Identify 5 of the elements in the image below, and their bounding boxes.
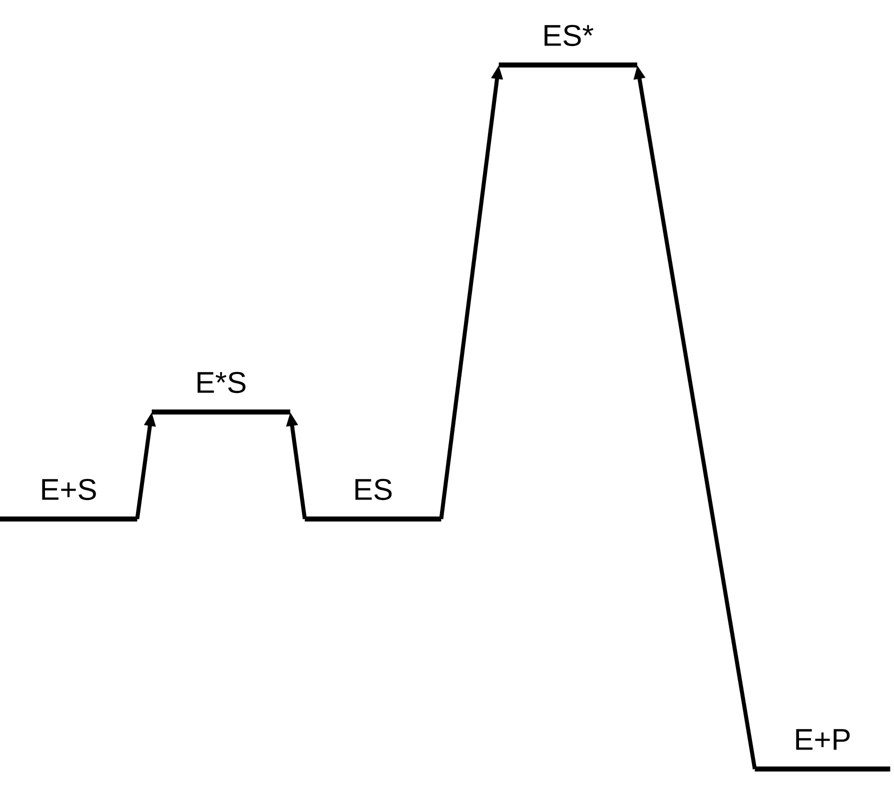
- energy-level: E+S: [0, 478, 138, 522]
- energy-level: E*S: [152, 372, 290, 414]
- energy-level: E+P: [754, 729, 890, 772]
- energy-level: ES*: [498, 24, 638, 68]
- energy-level: ES: [304, 478, 442, 522]
